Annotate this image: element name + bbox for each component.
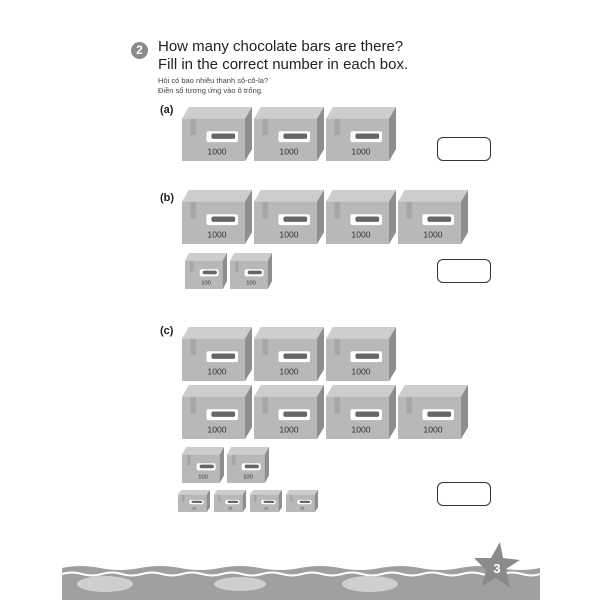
svg-text:1000: 1000	[351, 425, 370, 435]
svg-text:1000: 1000	[423, 425, 442, 435]
page-number: 3	[493, 561, 500, 576]
part-a-label: (a)	[160, 104, 174, 116]
svg-text:10: 10	[192, 506, 196, 510]
answer-box-a[interactable]	[437, 137, 491, 161]
svg-text:1000: 1000	[279, 425, 298, 435]
chocolate-box-100: 100	[185, 253, 227, 294]
answer-box-b[interactable]	[437, 259, 491, 283]
subtitle-line-1: Hỏi có bao nhiêu thanh sô-cô-la?	[158, 76, 269, 85]
chocolate-box-1000: 1000	[182, 385, 252, 444]
chocolate-box-100: 100	[230, 253, 272, 294]
chocolate-box-1000: 1000	[326, 327, 396, 386]
svg-text:10: 10	[264, 506, 268, 510]
svg-text:1000: 1000	[351, 230, 370, 240]
svg-text:1000: 1000	[351, 367, 370, 377]
svg-text:1000: 1000	[279, 147, 298, 157]
svg-text:1000: 1000	[279, 367, 298, 377]
chocolate-box-1000: 1000	[326, 190, 396, 249]
question-subtitle: Hỏi có bao nhiêu thanh sô-cô-la? Điền số…	[158, 76, 268, 96]
svg-text:1000: 1000	[423, 230, 442, 240]
subtitle-line-2: Điền số tương ứng vào ô trống.	[158, 86, 264, 95]
svg-text:1000: 1000	[207, 367, 226, 377]
part-b-label: (b)	[160, 192, 175, 204]
svg-text:10: 10	[300, 506, 304, 510]
chocolate-box-10: 10	[250, 490, 282, 517]
chocolate-box-1000: 1000	[182, 190, 252, 249]
svg-text:1000: 1000	[351, 147, 370, 157]
svg-text:10: 10	[228, 506, 232, 510]
chocolate-box-1000: 1000	[254, 107, 324, 166]
chocolate-box-1000: 1000	[326, 385, 396, 444]
title-line-2: Fill in the correct number in each box.	[158, 56, 409, 73]
svg-text:100: 100	[243, 475, 253, 481]
svg-text:1000: 1000	[207, 230, 226, 240]
answer-box-c[interactable]	[437, 482, 491, 506]
chocolate-box-1000: 1000	[398, 190, 468, 249]
chocolate-box-1000: 1000	[182, 327, 252, 386]
page-number-star-icon: 3	[474, 542, 520, 588]
svg-text:100: 100	[246, 281, 256, 287]
svg-text:100: 100	[201, 281, 211, 287]
chocolate-box-1000: 1000	[326, 107, 396, 166]
question-title: How many chocolate bars are there? Fill …	[158, 38, 458, 74]
chocolate-box-1000: 1000	[254, 385, 324, 444]
question-number-badge: 2	[131, 42, 148, 59]
chocolate-box-10: 10	[286, 490, 318, 517]
chocolate-box-10: 10	[178, 490, 210, 517]
chocolate-box-1000: 1000	[398, 385, 468, 444]
footer-wave-decoration	[61, 566, 541, 600]
chocolate-box-1000: 1000	[182, 107, 252, 166]
svg-text:100: 100	[198, 475, 208, 481]
title-line-1: How many chocolate bars are there?	[158, 38, 404, 55]
chocolate-box-10: 10	[214, 490, 246, 517]
chocolate-box-100: 100	[227, 447, 269, 488]
chocolate-box-100: 100	[182, 447, 224, 488]
chocolate-box-1000: 1000	[254, 327, 324, 386]
svg-text:1000: 1000	[207, 425, 226, 435]
chocolate-box-1000: 1000	[254, 190, 324, 249]
svg-text:1000: 1000	[279, 230, 298, 240]
svg-text:1000: 1000	[207, 147, 226, 157]
part-c-label: (c)	[160, 325, 174, 337]
